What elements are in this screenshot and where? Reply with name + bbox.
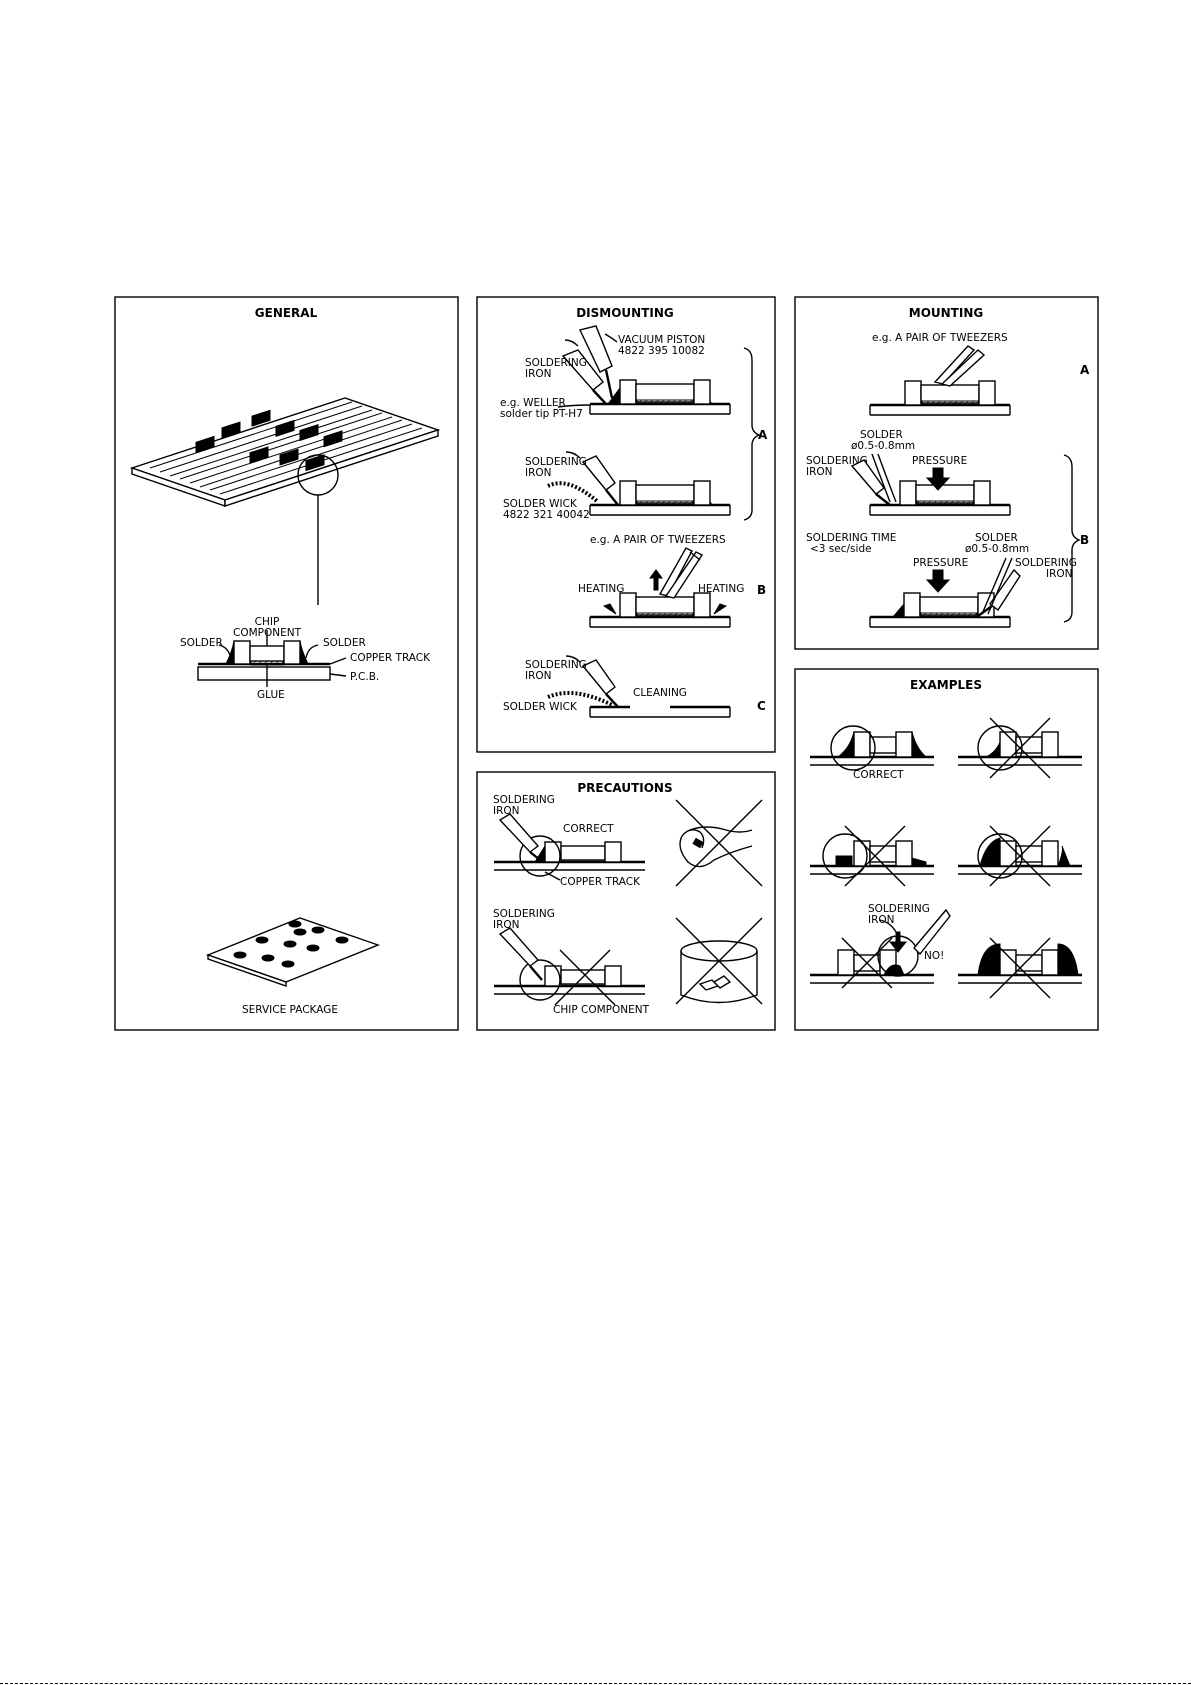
dismount-step-b: e.g. A PAIR OF TWEEZERS HEATING HEATING … (578, 534, 766, 629)
p-iron1-b: IRON (493, 805, 520, 817)
m-pressure1: PRESSURE (912, 455, 967, 467)
mount-step-b1: SOLDER ø0.5-0.8mm SOLDERING IRON PRESSUR… (806, 429, 1012, 517)
m-label-a: A (1080, 363, 1090, 377)
label-service-package: SERVICE PACKAGE (242, 1004, 338, 1016)
p-copper-track: COPPER TRACK (560, 876, 641, 888)
dismount-step-a1: SOLDERING IRON VACUUM PISTON 4822 395 10… (500, 325, 732, 420)
ex-iron-a: SOLDERING (868, 903, 930, 915)
dismounting-title: DISMOUNTING (576, 306, 674, 320)
d-heating-right: HEATING (698, 583, 744, 595)
page-bottom-rule (0, 1683, 1191, 1684)
p-iron2-b: IRON (493, 919, 520, 931)
d-iron2-a: SOLDERING (525, 456, 587, 468)
dismounting-frame (476, 296, 776, 753)
dismounting-panel: DISMOUNTING SOLDERING IRON VACUUM PISTON… (476, 296, 776, 753)
d-cleaning: CLEANING (633, 687, 687, 699)
examples-frame (794, 668, 1099, 1031)
label-pcb: P.C.B. (350, 671, 379, 683)
d-label-b: B (757, 583, 766, 597)
precautions-panel: PRECAUTIONS SOLDERING IRON CORRECT COPPE… (476, 771, 776, 1031)
d-vacuum-code: 4822 395 10082 (618, 345, 705, 357)
d-tweezers: e.g. A PAIR OF TWEEZERS (590, 534, 726, 546)
mounting-title: MOUNTING (909, 306, 983, 320)
p-iron2-a: SOLDERING (493, 908, 555, 920)
mount-step-a: e.g. A PAIR OF TWEEZERS A (868, 332, 1090, 417)
precaution-no-hand (675, 799, 763, 887)
m-solder2-size: ø0.5-0.8mm (965, 543, 1029, 555)
d-wick: SOLDER WICK (503, 498, 578, 510)
precaution-wrong: SOLDERING IRON CHIP COMPONENT (493, 908, 650, 1016)
service-package-illustration: SERVICE PACKAGE (206, 917, 380, 1016)
d-wick2: SOLDER WICK (503, 701, 578, 713)
example-correct: CORRECT (810, 725, 934, 781)
general-panel: GENERAL (114, 296, 459, 1031)
ex-correct: CORRECT (853, 769, 904, 781)
example-wrong-5 (958, 937, 1082, 999)
d-label-a: A (758, 428, 768, 442)
mounting-panel: MOUNTING e.g. A PAIR OF TWEEZERS A SOLDE… (794, 296, 1099, 650)
label-chip: CHIP (255, 616, 280, 628)
dismount-step-a2: SOLDERING IRON SOLDER WICK 4822 321 4004… (503, 451, 732, 521)
m-iron1-a: SOLDERING (806, 455, 868, 467)
label-solder-left: SOLDER (180, 637, 223, 649)
examples-panel: EXAMPLES CORRECT (794, 668, 1099, 1031)
m-time-a: SOLDERING TIME (806, 532, 896, 544)
general-cross-section: CHIP COMPONENT SOLDER SOLDER COPPER TRAC… (180, 616, 431, 701)
precautions-title: PRECAUTIONS (577, 781, 672, 795)
m-iron2-b: IRON (1046, 568, 1073, 580)
precaution-no-jar (675, 917, 763, 1005)
p-chip-component: CHIP COMPONENT (553, 1004, 650, 1016)
mounting-frame (794, 296, 1099, 650)
precautions-frame (476, 771, 776, 1031)
d-label-c: C (757, 699, 766, 713)
m-label-b: B (1080, 533, 1089, 547)
m-solder1-size: ø0.5-0.8mm (851, 440, 915, 452)
m-solder2: SOLDER (975, 532, 1018, 544)
m-solder1: SOLDER (860, 429, 903, 441)
precaution-correct: SOLDERING IRON CORRECT COPPER TRACK (493, 794, 645, 888)
examples-title: EXAMPLES (910, 678, 982, 692)
mount-step-b2: SOLDERING TIME <3 sec/side SOLDER ø0.5-0… (806, 532, 1077, 629)
d-iron3-a: SOLDERING (525, 659, 587, 671)
p-iron1-a: SOLDERING (493, 794, 555, 806)
example-wrong-4: SOLDERING IRON NO! (810, 903, 951, 989)
example-wrong-3 (958, 825, 1082, 887)
pcb-board-illustration (129, 397, 441, 605)
d-iron1-b: IRON (525, 368, 552, 380)
d-weller-a: e.g. WELLER (500, 397, 566, 409)
d-wick-code: 4822 321 40042 (503, 509, 590, 521)
label-glue: GLUE (257, 689, 285, 701)
d-iron2-b: IRON (525, 467, 552, 479)
label-component: COMPONENT (233, 627, 302, 639)
m-pressure2: PRESSURE (913, 557, 968, 569)
label-copper-track: COPPER TRACK (350, 652, 431, 664)
m-time-b: <3 sec/side (810, 543, 872, 555)
example-wrong-2 (810, 825, 934, 887)
d-heating-left: HEATING (578, 583, 624, 595)
p-correct: CORRECT (563, 823, 614, 835)
d-iron1-a: SOLDERING (525, 357, 587, 369)
d-vacuum-piston: VACUUM PISTON (618, 334, 705, 346)
d-iron3-b: IRON (525, 670, 552, 682)
m-tweezers: e.g. A PAIR OF TWEEZERS (872, 332, 1008, 344)
general-frame (114, 296, 459, 1031)
dismount-step-c: SOLDERING IRON CLEANING SOLDER WICK C (503, 655, 766, 719)
ex-no: NO! (924, 950, 944, 962)
m-iron2-a: SOLDERING (1015, 557, 1077, 569)
example-wrong-1 (958, 717, 1082, 779)
m-iron1-b: IRON (806, 466, 833, 478)
general-title: GENERAL (255, 306, 318, 320)
label-solder-right: SOLDER (323, 637, 366, 649)
d-weller-b: solder tip PT-H7 (500, 408, 583, 420)
